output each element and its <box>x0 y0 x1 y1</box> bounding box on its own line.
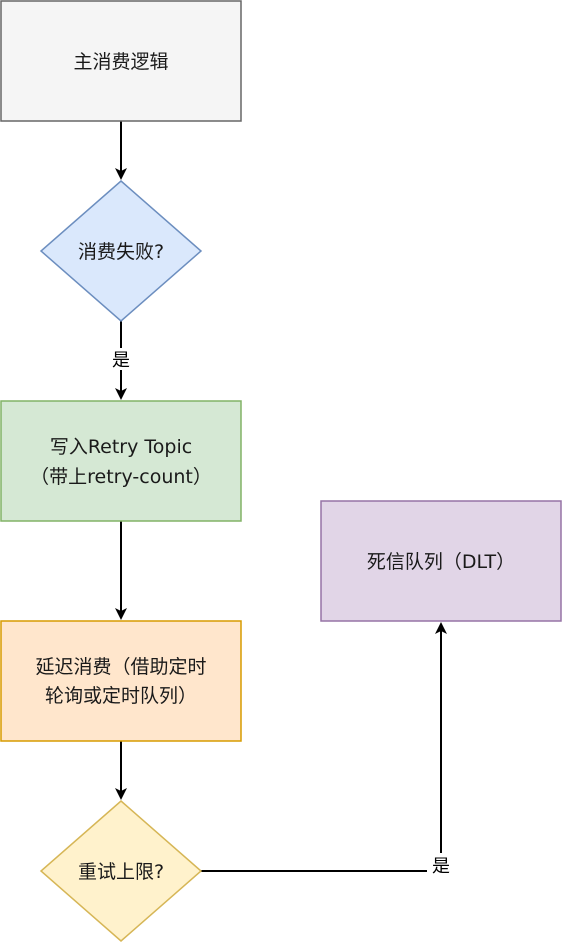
edge-label-bg <box>108 348 134 370</box>
node-consume-failed: 消费失败? <box>39 180 203 322</box>
node-write-retry-topic-line2: （带上retry-count） <box>30 466 212 488</box>
node-retry-limit-label: 重试上限? <box>78 861 164 883</box>
node-delayed-consume-line1: 延迟消费（借助定时 <box>35 656 206 678</box>
node-write-retry-topic-line1: 写入Retry Topic <box>50 436 192 458</box>
node-write-retry-topic: 写入Retry Topic （带上retry-count） <box>0 400 242 522</box>
node-main-logic: 主消费逻辑 <box>0 0 242 122</box>
node-main-logic-label: 主消费逻辑 <box>73 51 168 73</box>
node-dead-letter-queue-label: 死信队列（DLT） <box>367 551 515 573</box>
node-retry-limit: 重试上限? <box>39 800 203 942</box>
edge-label-failed-yes: 是 <box>112 350 130 371</box>
edge-label-bg <box>427 853 455 875</box>
node-consume-failed-label: 消费失败? <box>78 241 164 263</box>
edge-label-limit-yes: 是 <box>432 856 450 877</box>
node-delayed-consume-line2: 轮询或定时队列） <box>45 685 197 707</box>
node-delayed-consume: 延迟消费（借助定时 轮询或定时队列） <box>0 620 242 742</box>
node-dead-letter-queue: 死信队列（DLT） <box>320 500 562 622</box>
